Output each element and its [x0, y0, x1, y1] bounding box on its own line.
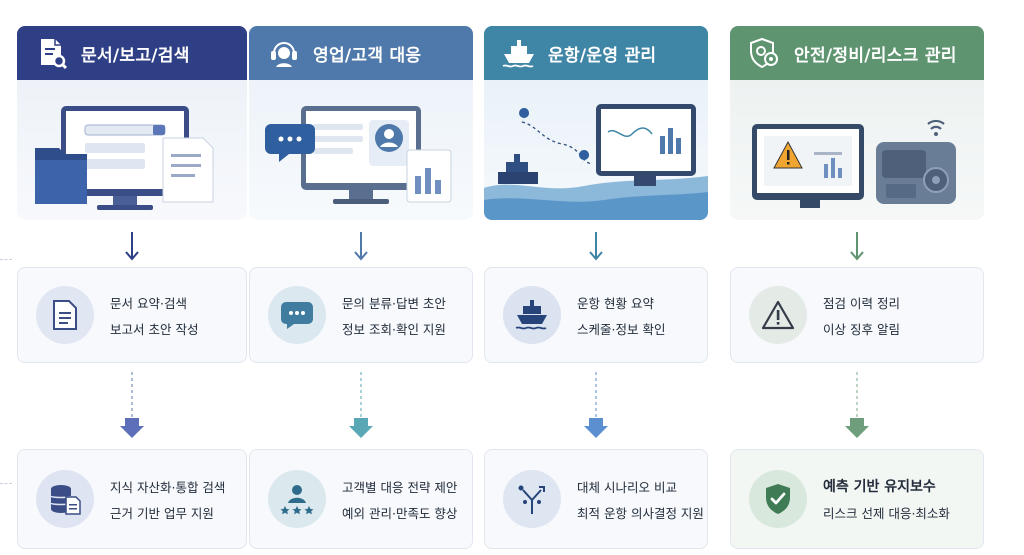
- illustration-customer: [249, 80, 473, 220]
- column-title: 운항/운영 관리: [548, 45, 657, 66]
- outcome-line: 리스크 선제 대응·최소화: [823, 506, 950, 521]
- capability-line: 보고서 초안 작성: [110, 321, 199, 337]
- outcome-line: 고객별 대응 전략 제안: [342, 479, 458, 495]
- left-guide-dash: [0, 259, 12, 260]
- outcome-line: 예외 관리·만족도 향상: [342, 505, 458, 521]
- ship-icon: [502, 36, 536, 70]
- column-operation: 운항/운영 관리 운항 현황 요약 스케줄·정보 확인: [484, 0, 708, 555]
- down-arrow-icon: [850, 232, 864, 261]
- headset-agent-icon: [267, 36, 301, 70]
- capability-line: 정보 조회·확인 지원: [342, 321, 446, 337]
- down-flow-arrow-icon: [584, 372, 608, 438]
- outcome-card: 대체 시나리오 비교 최적 운항 의사결정 지원: [484, 449, 708, 549]
- outcome-card: 고객별 대응 전략 제안 예외 관리·만족도 향상: [249, 449, 473, 549]
- outcome-line: 지식 자산화·통합 검색: [110, 479, 226, 495]
- capability-line: 스케줄·정보 확인: [577, 321, 666, 337]
- branch-decision-icon: [503, 470, 561, 528]
- capability-line: 문서 요약·검색: [110, 295, 187, 311]
- document-search-icon: [35, 36, 69, 70]
- column-header: 영업/고객 대응: [249, 26, 473, 80]
- capability-card: 점검 이력 정리 이상 징후 알림: [730, 267, 984, 363]
- left-guide-dash: [0, 483, 12, 484]
- column-header: 안전/정비/리스크 관리: [730, 26, 984, 80]
- shield-check-icon: [749, 470, 807, 528]
- outcome-line: 대체 시나리오 비교: [577, 479, 677, 495]
- column-header: 문서/보고/검색: [17, 26, 247, 80]
- down-arrow-icon: [354, 232, 368, 261]
- outcome-card: 예측 기반 유지보수 리스크 선제 대응·최소화: [730, 449, 984, 549]
- shield-gears-icon: [748, 36, 782, 70]
- customer-rating-icon: [268, 470, 326, 528]
- warning-triangle-icon: [749, 286, 807, 344]
- down-flow-arrow-icon: [349, 372, 373, 438]
- capability-line: 점검 이력 정리: [823, 295, 900, 311]
- database-document-icon: [36, 470, 94, 528]
- chat-bubble-icon: [268, 286, 326, 344]
- document-icon: [36, 286, 94, 344]
- capability-card: 문서 요약·검색 보고서 초안 작성: [17, 267, 247, 363]
- down-arrow-icon: [125, 232, 139, 261]
- down-arrow-icon: [589, 232, 603, 261]
- capability-line: 이상 징후 알림: [823, 321, 900, 337]
- ship-icon: [503, 286, 561, 344]
- outcome-line: 근거 기반 업무 지원: [110, 505, 214, 521]
- column-sales: 영업/고객 대응 문의 분류·답변 초안 정보 조회·확인 지원: [249, 0, 473, 555]
- column-safety: 안전/정비/리스크 관리 점검 이력 정리 이상 징후 알림: [730, 0, 984, 555]
- outcome-card: 지식 자산화·통합 검색 근거 기반 업무 지원: [17, 449, 247, 549]
- down-flow-arrow-icon: [120, 372, 144, 438]
- illustration-document: [17, 80, 247, 220]
- column-title: 영업/고객 대응: [313, 45, 422, 66]
- illustration-safety: [730, 80, 984, 220]
- outcome-line: 최적 운항 의사결정 지원: [577, 505, 704, 521]
- column-title: 안전/정비/리스크 관리: [794, 45, 957, 66]
- down-flow-arrow-icon: [845, 372, 869, 438]
- column-header: 운항/운영 관리: [484, 26, 708, 80]
- outcome-line: 예측 기반 유지보수: [823, 479, 936, 495]
- illustration-operation: [484, 80, 708, 220]
- capability-line: 운항 현황 요약: [577, 295, 654, 311]
- capability-card: 문의 분류·답변 초안 정보 조회·확인 지원: [249, 267, 473, 363]
- column-title: 문서/보고/검색: [81, 45, 190, 66]
- capability-card: 운항 현황 요약 스케줄·정보 확인: [484, 267, 708, 363]
- column-document: 문서/보고/검색 문서 요약·검색 보고서 초안 작성: [17, 0, 247, 555]
- capability-line: 문의 분류·답변 초안: [342, 295, 446, 311]
